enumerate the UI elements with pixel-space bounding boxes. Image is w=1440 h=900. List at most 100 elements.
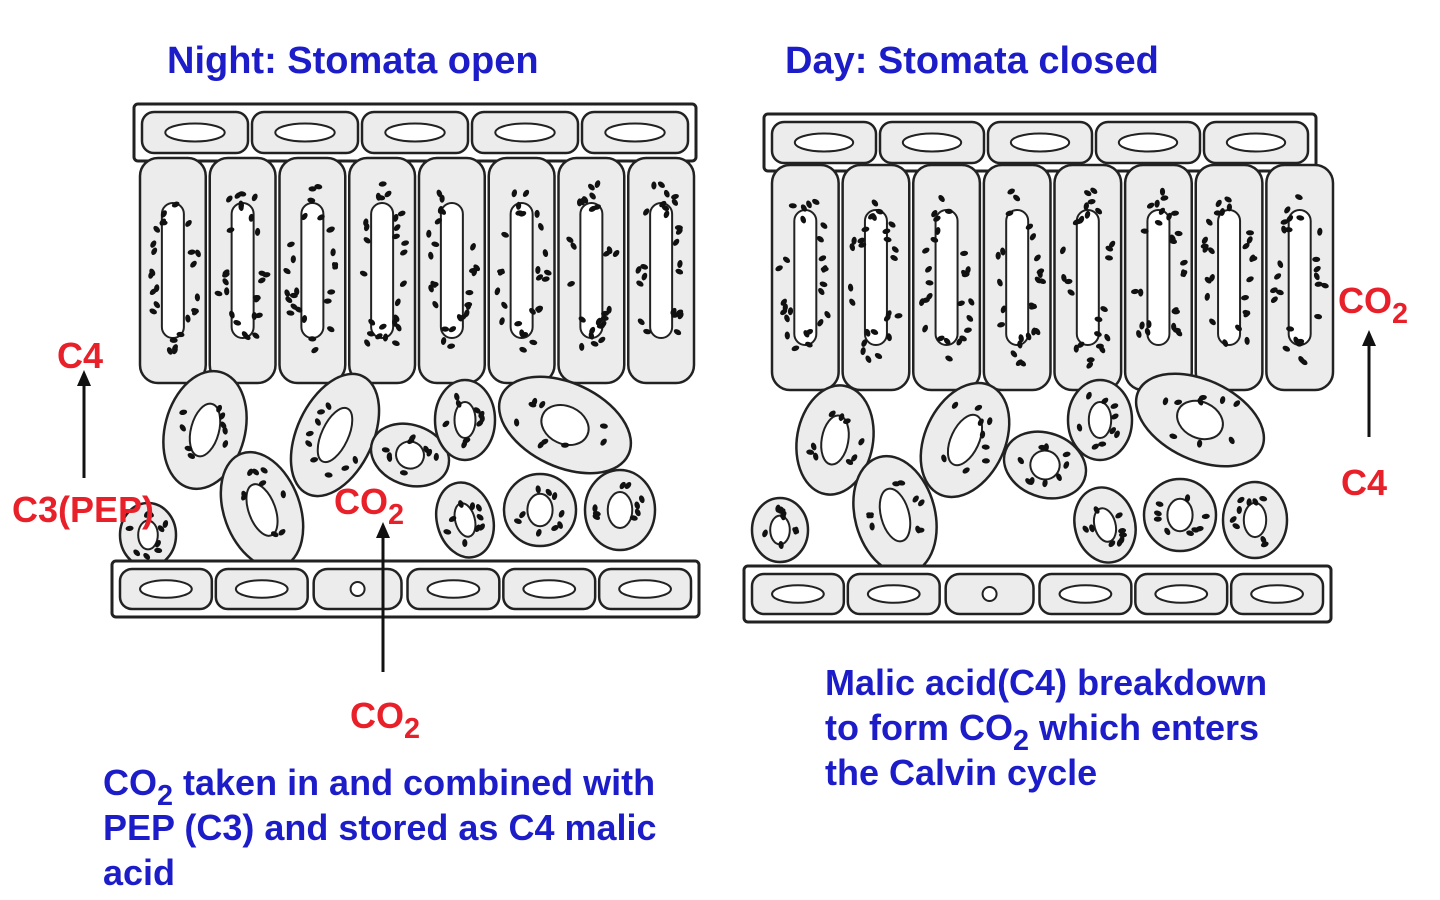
chloroplast bbox=[1082, 525, 1089, 533]
chloroplast bbox=[224, 287, 230, 296]
chloroplast bbox=[439, 208, 447, 215]
chloroplast bbox=[254, 227, 261, 236]
chloroplast bbox=[1146, 202, 1155, 209]
chloroplast bbox=[1067, 289, 1075, 296]
day-lower-epidermis-stoma-pore bbox=[981, 586, 998, 602]
chloroplast bbox=[567, 281, 575, 287]
chloroplast bbox=[1098, 441, 1107, 447]
chloroplast bbox=[1174, 399, 1183, 405]
chloroplast bbox=[447, 343, 456, 349]
chloroplast bbox=[1087, 199, 1096, 205]
chloroplast bbox=[636, 280, 644, 287]
chloroplast bbox=[851, 454, 858, 462]
chloroplast bbox=[400, 249, 408, 256]
chloroplast bbox=[169, 337, 178, 343]
chloroplast bbox=[325, 402, 332, 410]
chloroplast bbox=[1091, 443, 1099, 450]
chloroplast bbox=[179, 409, 188, 415]
chloroplast bbox=[251, 193, 258, 202]
chloroplast bbox=[519, 329, 525, 338]
chloroplast bbox=[540, 438, 549, 445]
night-caption-line-1: CO2 taken in and combined with bbox=[103, 760, 657, 810]
chloroplast bbox=[677, 311, 684, 320]
chloroplast bbox=[858, 438, 865, 446]
day-caption-sub: 2 bbox=[1012, 725, 1029, 758]
chloroplast bbox=[981, 444, 990, 450]
chloroplast bbox=[643, 208, 650, 216]
chloroplast bbox=[857, 237, 866, 244]
chloroplast bbox=[828, 410, 836, 418]
day-caption-line-1: Malic acid(C4) breakdown bbox=[825, 662, 1268, 703]
chloroplast bbox=[1114, 430, 1120, 439]
chloroplast bbox=[1208, 247, 1215, 255]
chloroplast bbox=[311, 346, 319, 354]
chloroplast bbox=[233, 320, 242, 326]
chloroplast bbox=[327, 289, 336, 295]
chloroplast bbox=[641, 272, 648, 281]
chloroplast bbox=[159, 218, 167, 226]
chloroplast bbox=[307, 197, 316, 203]
day-vacuole bbox=[793, 209, 818, 346]
chloroplast bbox=[931, 210, 938, 218]
chloroplast bbox=[430, 280, 437, 288]
chloroplast bbox=[1274, 273, 1282, 280]
chloroplast bbox=[1060, 246, 1066, 255]
chloroplast bbox=[551, 525, 559, 531]
chloroplast bbox=[1162, 397, 1169, 406]
chloroplast bbox=[674, 225, 683, 231]
chloroplast bbox=[1184, 494, 1191, 503]
chloroplast bbox=[1174, 230, 1183, 237]
chloroplast bbox=[819, 281, 828, 288]
chloroplast bbox=[778, 541, 784, 549]
chloroplast bbox=[922, 247, 930, 254]
night-caption-line-2: PEP (C3) and stored as C4 malic bbox=[103, 807, 657, 848]
chloroplast bbox=[1095, 343, 1104, 349]
chloroplast bbox=[566, 236, 574, 243]
chloroplast bbox=[176, 331, 185, 338]
chloroplast bbox=[818, 287, 825, 296]
chloroplast bbox=[190, 260, 197, 268]
chloroplast bbox=[916, 527, 925, 533]
chloroplast bbox=[1029, 233, 1037, 241]
chloroplast bbox=[780, 512, 786, 521]
chloroplast bbox=[629, 515, 638, 521]
night-spongy-vacuole bbox=[188, 402, 222, 458]
chloroplast bbox=[782, 303, 788, 312]
chloroplast bbox=[1226, 203, 1233, 212]
arrow-c3-to-c4-head bbox=[77, 370, 91, 386]
day-caption-which-enters: which enters bbox=[1029, 707, 1260, 748]
chloroplast bbox=[1084, 210, 1091, 219]
chloroplast bbox=[1062, 451, 1071, 458]
chloroplast bbox=[918, 499, 925, 507]
chloroplast bbox=[1034, 327, 1041, 336]
chloroplast bbox=[671, 198, 679, 206]
chloroplast bbox=[1195, 526, 1204, 532]
chloroplast bbox=[143, 510, 151, 518]
chloroplast bbox=[558, 510, 565, 518]
chloroplast bbox=[1252, 498, 1259, 506]
chloroplast bbox=[1094, 316, 1103, 322]
chloroplast bbox=[838, 413, 845, 421]
chloroplast bbox=[793, 526, 799, 535]
chloroplast bbox=[1061, 273, 1067, 282]
day-spongy-vacuole bbox=[878, 487, 912, 543]
chloroplast bbox=[518, 211, 527, 217]
chloroplast bbox=[580, 197, 586, 206]
chloroplast bbox=[579, 342, 585, 351]
chloroplast bbox=[1224, 196, 1232, 203]
night-upper-epidermis-nucleus bbox=[384, 122, 446, 143]
chloroplast bbox=[1010, 350, 1018, 358]
chloroplast bbox=[851, 236, 857, 245]
chloroplast bbox=[677, 260, 683, 268]
chloroplast bbox=[330, 248, 336, 257]
chloroplast bbox=[534, 209, 540, 218]
day-caption-line-2: to form CO2 which enters bbox=[825, 705, 1267, 755]
chloroplast bbox=[1280, 219, 1289, 225]
chloroplast bbox=[570, 242, 577, 250]
chloroplast bbox=[624, 482, 632, 489]
chloroplast bbox=[1139, 321, 1145, 330]
chloroplast bbox=[153, 301, 161, 309]
chloroplast bbox=[1089, 524, 1095, 533]
chloroplast bbox=[1034, 254, 1041, 262]
chloroplast bbox=[925, 265, 932, 273]
